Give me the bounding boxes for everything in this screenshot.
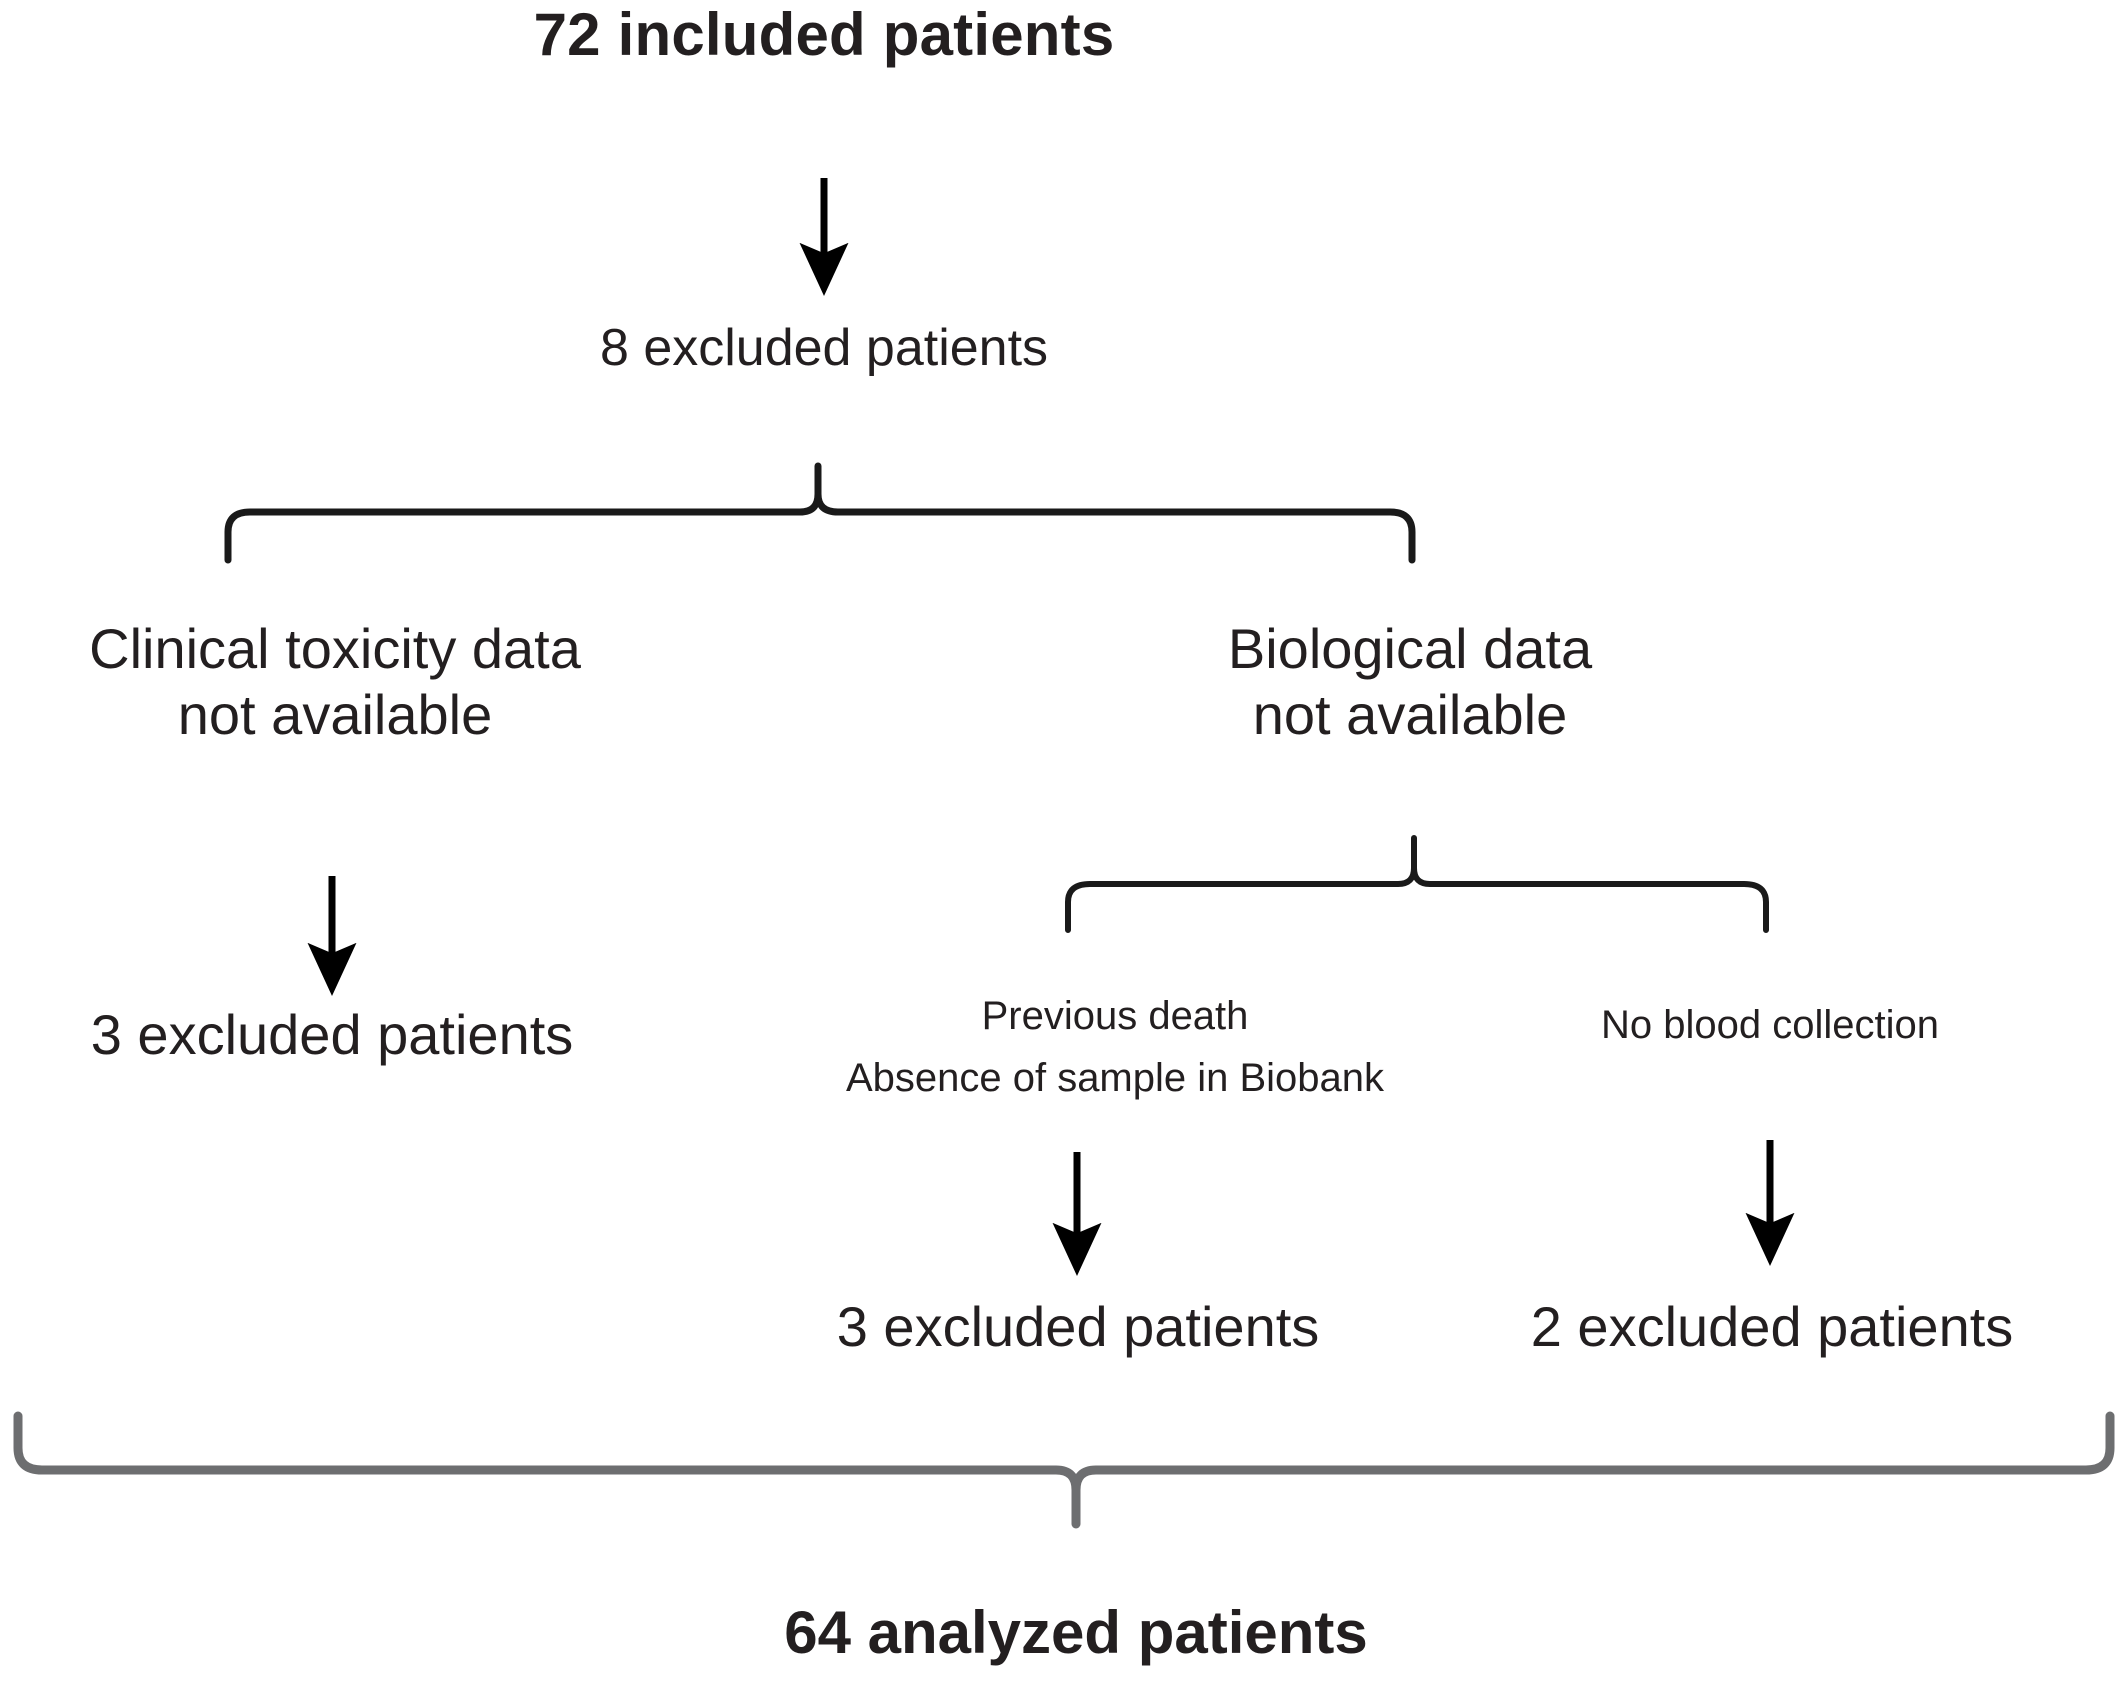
brace-split-biological-reasons-icon (1065, 835, 1769, 933)
brace-merge-to-analyzed-icon (13, 1411, 2115, 1529)
node-biological-reason-right: No blood collection (1601, 1003, 1939, 1047)
node-clinical-excluded: 3 excluded patients (90, 1003, 574, 1066)
node-analyzed-patients: 64 analyzed patients (784, 1599, 1368, 1666)
node-biological-reason-left: Previous death Absence of sample in Biob… (845, 994, 1385, 1100)
node-biological-excluded-left: 3 excluded patients (836, 1295, 1320, 1358)
node-included-patients: 72 included patients (533, 1, 1115, 68)
node-clinical-toxicity-branch: Clinical toxicity data not available (89, 617, 581, 747)
brace-split-clinical-biological-icon (224, 462, 1416, 564)
node-excluded-total: 8 excluded patients (599, 319, 1049, 377)
node-biological-data-branch: Biological data not available (1227, 617, 1593, 747)
node-biological-excluded-right: 2 excluded patients (1530, 1295, 2014, 1358)
